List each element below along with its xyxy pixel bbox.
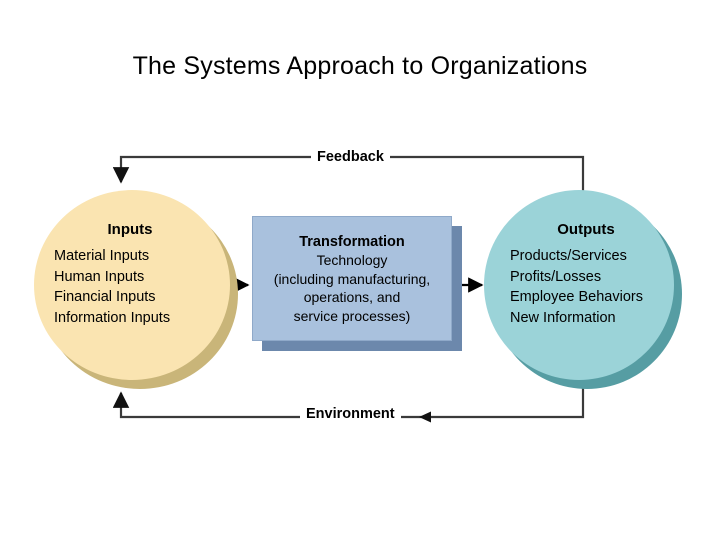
inputs-ellipse [34, 190, 230, 380]
list-item: Products/Services [510, 248, 627, 264]
inputs-content: Inputs Material Inputs Human Inputs Fina… [30, 189, 230, 328]
node-transformation: Transformation Technology (including man… [252, 216, 462, 351]
inputs-heading: Inputs [107, 221, 153, 238]
list-item: Profits/Losses [510, 268, 602, 285]
list-item: Financial Inputs [54, 289, 156, 305]
outputs-ellipse [484, 190, 674, 380]
page-title: The Systems Approach to Organizations [132, 52, 588, 80]
transformation-line: Technology [316, 252, 388, 268]
list-item: Employee Behaviors [510, 289, 643, 305]
transformation-line: operations, and [303, 289, 401, 305]
outputs-heading: Outputs [557, 221, 615, 238]
list-item: Material Inputs [54, 248, 150, 264]
transformation-content: Transformation Technology (including man… [252, 216, 452, 325]
transformation-box [252, 216, 452, 341]
list-item: Human Inputs [54, 268, 145, 285]
transformation-heading: Transformation [299, 234, 405, 250]
environment-direction-arrowhead [419, 411, 431, 423]
environment-label: Environment [300, 406, 401, 422]
outputs-content: Outputs Products/Services Profits/Losses… [486, 189, 686, 328]
node-inputs: Inputs Material Inputs Human Inputs Fina… [30, 189, 250, 394]
inputs-list: Material Inputs Human Inputs Financial I… [30, 246, 230, 328]
list-item: New Information [510, 309, 616, 326]
node-outputs: Outputs Products/Services Profits/Losses… [480, 189, 685, 394]
outputs-list: Products/Services Profits/Losses Employe… [486, 246, 686, 328]
transformation-line: service processes) [293, 307, 411, 324]
list-item: Information Inputs [54, 309, 171, 326]
transformation-line: (including manufacturing, [273, 270, 431, 287]
feedback-label: Feedback [311, 149, 390, 165]
